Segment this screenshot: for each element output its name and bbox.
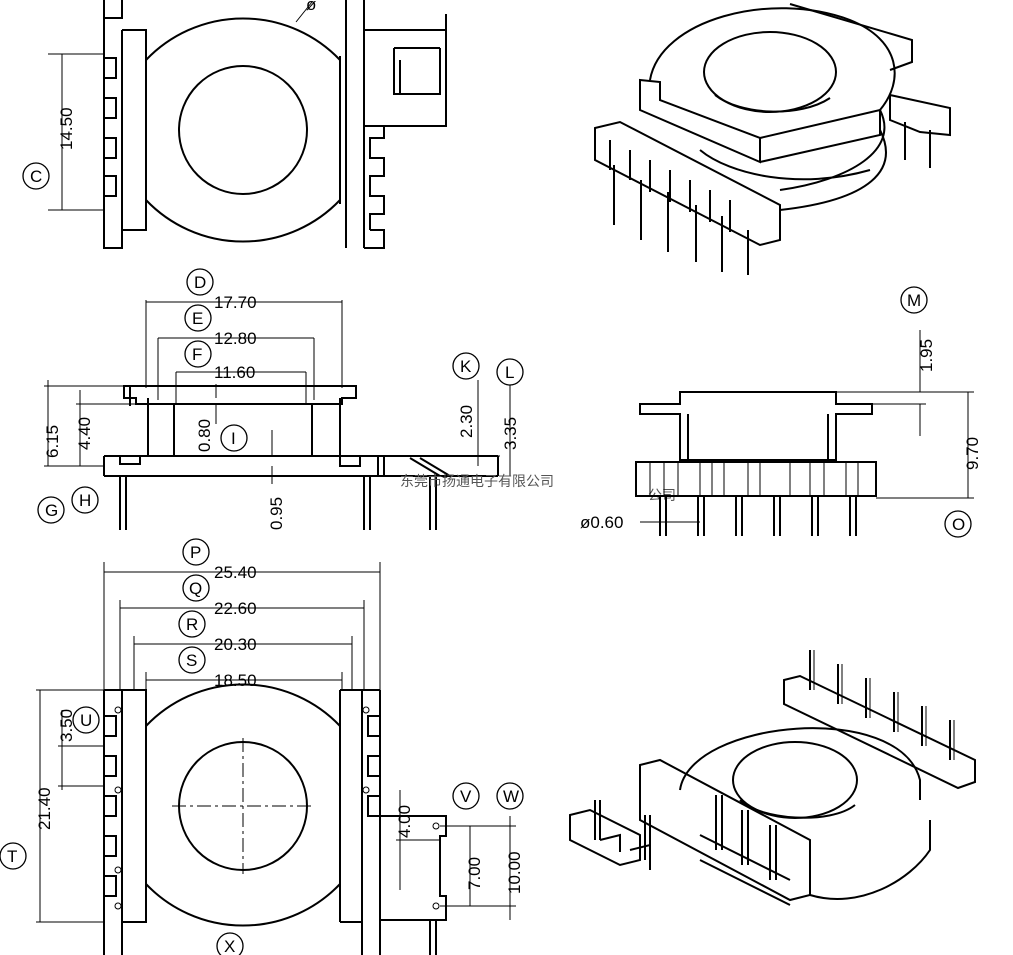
tag-q-letter: Q bbox=[189, 579, 202, 598]
tag-c: C bbox=[22, 162, 50, 190]
tag-p-letter: P bbox=[190, 543, 201, 562]
tag-h: H bbox=[71, 486, 99, 514]
dim-r-value: 20.30 bbox=[214, 635, 257, 654]
tag-r: R bbox=[178, 610, 206, 638]
tag-s-letter: S bbox=[186, 651, 197, 670]
tag-k: K bbox=[452, 352, 480, 380]
tag-l-letter: L bbox=[505, 363, 514, 382]
tag-h-letter: H bbox=[79, 491, 91, 510]
tag-u-letter: U bbox=[80, 711, 92, 730]
watermark-company: 东莞市扬通电子有限公司 bbox=[400, 473, 554, 490]
dim-o-value: 9.70 bbox=[963, 437, 982, 470]
dim-w7-value: 7.00 bbox=[465, 857, 484, 890]
tag-i-letter: I bbox=[231, 429, 236, 448]
tag-e-letter: E bbox=[192, 309, 203, 328]
tag-f: F bbox=[184, 340, 212, 368]
dim-m-value: 1.95 bbox=[917, 339, 936, 372]
dim-q-value: 22.60 bbox=[214, 599, 257, 618]
tag-p: P bbox=[182, 538, 210, 566]
tag-x-letter: X bbox=[224, 937, 235, 955]
dim-c-value: 14.50 bbox=[57, 107, 76, 150]
top-diameter-label: ø bbox=[306, 0, 316, 14]
tag-d: D bbox=[186, 268, 214, 296]
tag-w-letter: W bbox=[503, 787, 519, 806]
front-view: 1.95 M 9.70 O ø0.60 bbox=[580, 286, 982, 538]
dim-f-value: 11.60 bbox=[214, 363, 255, 382]
tag-o: O bbox=[944, 510, 972, 538]
tag-e: E bbox=[184, 304, 212, 332]
top-view: 14.50 C ø bbox=[22, 0, 447, 249]
tag-t: T bbox=[0, 842, 27, 870]
tag-o-letter: O bbox=[952, 515, 965, 534]
tag-v: V bbox=[452, 782, 480, 810]
dim-e-value: 12.80 bbox=[214, 329, 257, 348]
tag-u: U bbox=[72, 706, 100, 734]
dim-d-value: 17.70 bbox=[214, 293, 257, 312]
tag-m: M bbox=[900, 286, 928, 314]
dim-h-value: 4.40 bbox=[75, 417, 94, 450]
dim-k-value: 2.30 bbox=[457, 405, 476, 438]
tag-i: I bbox=[220, 424, 248, 452]
tag-g: G bbox=[37, 496, 65, 524]
tag-r-letter: R bbox=[186, 615, 198, 634]
tag-d-letter: D bbox=[194, 273, 206, 292]
dim-t-value: 21.40 bbox=[35, 787, 54, 830]
dim-s-value: 18.50 bbox=[214, 671, 257, 690]
dim-0-80-value: 0.80 bbox=[195, 419, 214, 452]
tag-g-letter: G bbox=[45, 501, 58, 520]
tag-k-letter: K bbox=[460, 357, 472, 376]
tag-q: Q bbox=[182, 574, 210, 602]
bottom-view: 25.40 22.60 20.30 18.50 P Q R S 3.50 U 2… bbox=[0, 538, 524, 955]
dim-l-value: 3.35 bbox=[501, 417, 520, 450]
tag-w: W bbox=[496, 782, 524, 810]
side-view: 17.70 12.80 11.60 D E F 6.15 4.40 G H 0.… bbox=[37, 268, 524, 530]
tag-v-letter: V bbox=[460, 787, 472, 806]
dim-p-value: 25.40 bbox=[214, 563, 257, 582]
isometric-view-bottom bbox=[569, 650, 976, 906]
tag-f-letter: F bbox=[192, 345, 202, 364]
tag-t-letter: T bbox=[7, 847, 17, 866]
dim-g-value: 6.15 bbox=[43, 425, 62, 458]
dim-v-value: 4.00 bbox=[395, 805, 414, 838]
dim-i-value: 0.95 bbox=[267, 497, 286, 530]
tag-x: X bbox=[216, 932, 244, 955]
dim-pin-diameter-value: ø0.60 bbox=[580, 513, 623, 532]
dim-u-value: 3.50 bbox=[57, 709, 76, 742]
dim-w-value: 10.00 bbox=[505, 851, 524, 894]
isometric-view-top bbox=[594, 3, 951, 275]
tag-s: S bbox=[178, 646, 206, 674]
tag-m-letter: M bbox=[907, 291, 921, 310]
tag-c-letter: C bbox=[30, 167, 42, 186]
tag-l: L bbox=[496, 358, 524, 386]
